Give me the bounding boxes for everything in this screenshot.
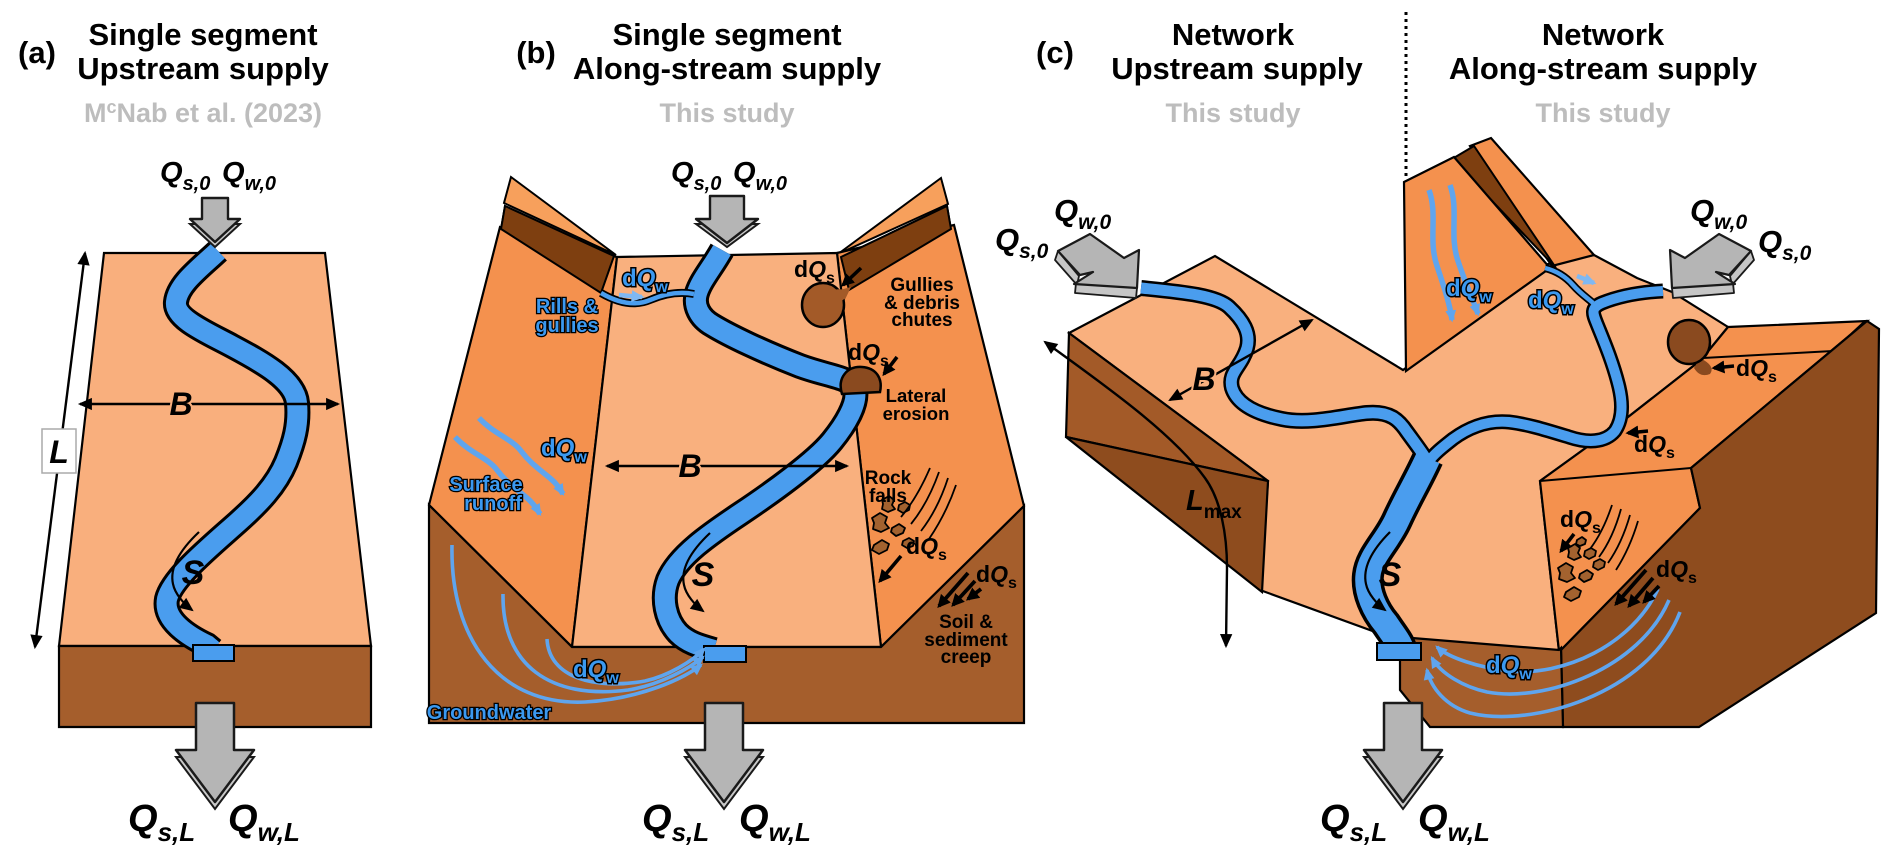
svg-text:S: S xyxy=(182,554,205,592)
svg-text:Upstream supply: Upstream supply xyxy=(1111,51,1363,86)
svg-text:gullies: gullies xyxy=(535,315,598,337)
svg-text:erosion: erosion xyxy=(883,403,950,424)
svg-text:Lateral: Lateral xyxy=(886,385,947,406)
svg-text:runoff: runoff xyxy=(464,493,522,515)
svg-text:Single segment: Single segment xyxy=(612,17,841,52)
svg-text:dQs: dQs xyxy=(848,339,889,370)
svg-text:& debris: & debris xyxy=(884,293,960,314)
svg-text:Upstream supply: Upstream supply xyxy=(77,51,329,86)
svg-text:dQw: dQw xyxy=(622,265,668,296)
svg-text:Along-stream supply: Along-stream supply xyxy=(1449,51,1758,86)
svg-text:B: B xyxy=(1192,361,1215,397)
svg-text:dQw: dQw xyxy=(1446,275,1492,306)
svg-text:B: B xyxy=(678,448,701,484)
svg-text:sediment: sediment xyxy=(924,630,1008,651)
svg-text:chutes: chutes xyxy=(891,310,952,331)
svg-text:This study: This study xyxy=(1535,98,1670,128)
svg-text:Surface: Surface xyxy=(449,474,522,496)
svg-text:Along-stream supply: Along-stream supply xyxy=(573,51,882,86)
svg-text:S: S xyxy=(692,556,715,594)
svg-text:Gullies: Gullies xyxy=(890,275,953,296)
svg-text:This study: This study xyxy=(1165,98,1300,128)
svg-text:S: S xyxy=(1379,556,1402,594)
svg-text:This study: This study xyxy=(659,98,794,128)
svg-text:dQs: dQs xyxy=(1736,355,1777,386)
svg-text:(c): (c) xyxy=(1036,35,1074,70)
svg-text:dQs: dQs xyxy=(1634,431,1675,462)
svg-text:Groundwater: Groundwater xyxy=(427,702,552,724)
svg-text:dQw: dQw xyxy=(1486,652,1532,683)
svg-text:Soil &: Soil & xyxy=(939,612,993,633)
svg-text:dQs: dQs xyxy=(976,561,1017,592)
svg-text:dQs: dQs xyxy=(906,533,947,564)
svg-text:Single segment: Single segment xyxy=(88,17,317,52)
svg-text:Rock: Rock xyxy=(865,468,912,489)
svg-text:(b): (b) xyxy=(516,35,556,70)
svg-text:(a): (a) xyxy=(18,35,56,70)
svg-text:B: B xyxy=(169,386,192,422)
svg-text:dQs: dQs xyxy=(794,256,835,287)
svg-text:dQs: dQs xyxy=(1560,506,1601,537)
svg-text:L: L xyxy=(49,434,69,470)
svg-text:Rills &: Rills & xyxy=(536,296,598,318)
svg-text:Network: Network xyxy=(1172,17,1295,52)
svg-text:dQw: dQw xyxy=(541,435,587,466)
svg-text:Network: Network xyxy=(1542,17,1665,52)
svg-text:falls: falls xyxy=(869,486,907,507)
svg-text:Qw,L: Qw,L xyxy=(739,798,811,847)
svg-text:dQw: dQw xyxy=(1528,287,1574,318)
svg-text:McNab et al. (2023): McNab et al. (2023) xyxy=(84,97,322,128)
svg-text:creep: creep xyxy=(941,647,992,668)
svg-text:dQs: dQs xyxy=(1656,556,1697,587)
svg-text:dQw: dQw xyxy=(573,656,619,687)
